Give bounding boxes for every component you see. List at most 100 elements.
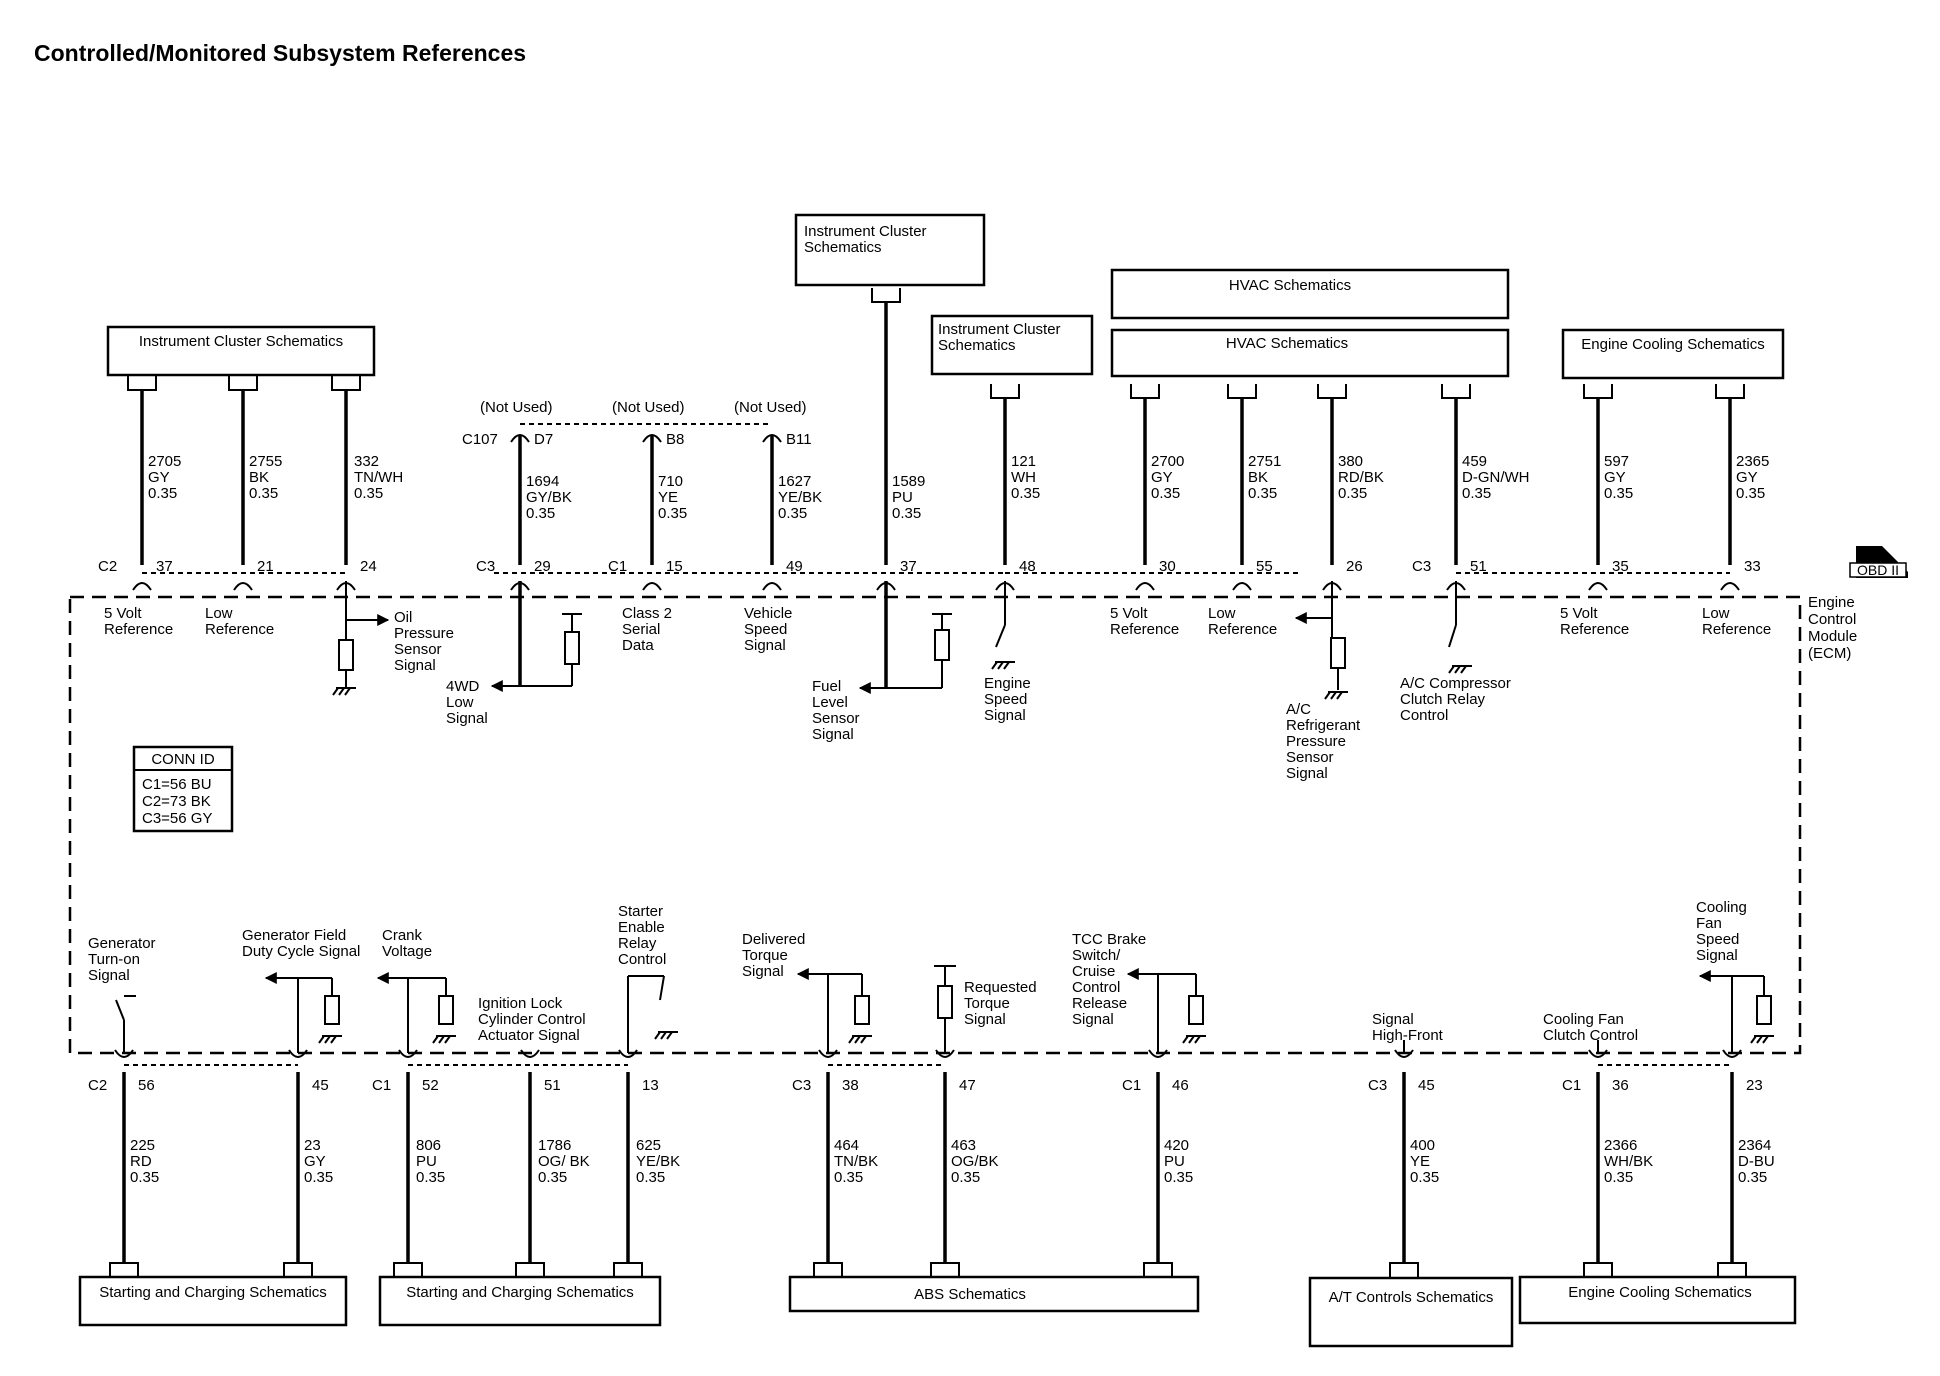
wire-size: 0.35	[526, 505, 555, 522]
internal-components	[115, 581, 1774, 1053]
connector-terminal	[114, 1049, 134, 1058]
box-at-controls-label: A/T Controls Schematics	[1329, 1289, 1494, 1306]
box-connector	[1717, 1262, 1747, 1277]
function-label: Signal	[1696, 947, 1738, 964]
circuit-number: 2366	[1604, 1137, 1637, 1154]
function-label: Cruise	[1072, 963, 1115, 980]
wire-color: WH	[1011, 469, 1036, 486]
ground-icon-hatch	[344, 687, 351, 696]
ground-icon-hatch	[1324, 691, 1331, 700]
connector-terminal	[818, 1049, 838, 1058]
pin-number: 37	[900, 558, 917, 575]
function-label: Reference	[1110, 621, 1179, 638]
resistor-icon	[1188, 995, 1204, 1025]
pin-number: 36	[1612, 1077, 1629, 1094]
circuit-number: 463	[951, 1137, 976, 1154]
module-label-line: Module	[1808, 628, 1857, 645]
ground-icon-hatch	[432, 1035, 439, 1044]
function-label: A/C Compressor	[1400, 675, 1511, 692]
wire-size: 0.35	[1604, 485, 1633, 502]
box-hvac-upper	[1110, 268, 1510, 320]
box-connector	[127, 376, 157, 391]
wire-color: PU	[1164, 1153, 1185, 1170]
switch-icon	[659, 975, 665, 1001]
function-label: Relay	[618, 935, 657, 952]
connector-id: C2	[88, 1077, 107, 1094]
wire-color: GY	[304, 1153, 326, 1170]
connector-terminal	[132, 582, 152, 591]
function-label: Low	[205, 605, 233, 622]
circuit-number: 710	[658, 473, 683, 490]
function-label: Release	[1072, 995, 1127, 1012]
box-connector	[1317, 384, 1347, 399]
wire-size: 0.35	[1164, 1169, 1193, 1186]
bottom-circuits: 225RD0.3556C2GeneratorTurn-onSignal23GY0…	[88, 899, 1775, 1277]
box-connector	[393, 1262, 423, 1277]
box-instrument-cluster-left	[106, 325, 376, 377]
wire-size: 0.35	[354, 485, 383, 502]
function-label: Signal	[742, 963, 784, 980]
box-connector	[515, 1262, 545, 1277]
pin-number-c107: D7	[534, 431, 553, 448]
function-label: Enable	[618, 919, 665, 936]
wire-size: 0.35	[1410, 1169, 1439, 1186]
function-label: Low	[446, 694, 474, 711]
function-label: Reference	[1208, 621, 1277, 638]
circuit-number: 2705	[148, 453, 181, 470]
pin-number-c107: B8	[666, 431, 684, 448]
connector-terminal	[1394, 1049, 1414, 1058]
wire-color: WH/BK	[1604, 1153, 1653, 1170]
function-label: Control	[1072, 979, 1120, 996]
wire-size: 0.35	[1736, 485, 1765, 502]
connector-terminal	[510, 434, 530, 443]
resistor-icon	[934, 629, 950, 661]
function-label: Cylinder Control	[478, 1011, 586, 1028]
circuit-number: 420	[1164, 1137, 1189, 1154]
pin-number: 45	[312, 1077, 329, 1094]
wire-size: 0.35	[1738, 1169, 1767, 1186]
wire-color: TN/WH	[354, 469, 403, 486]
wire-color: YE/BK	[636, 1153, 680, 1170]
function-label: Torque	[964, 995, 1010, 1012]
wire-color: GY	[148, 469, 170, 486]
wire-color: BK	[1248, 469, 1268, 486]
not-used-label: (Not Used)	[734, 399, 807, 416]
wire-color: GY/BK	[526, 489, 572, 506]
connector-dash-lines	[124, 423, 1732, 1066]
pin-number: 35	[1612, 558, 1629, 575]
function-label: Serial	[622, 621, 660, 638]
wire-size: 0.35	[1248, 485, 1277, 502]
function-label: Sensor	[394, 641, 442, 658]
resistor-icon	[1756, 995, 1772, 1025]
function-label: Clutch Control	[1543, 1027, 1638, 1044]
wire-color: PU	[416, 1153, 437, 1170]
bottom-reference-boxes: Starting and Charging Schematics Startin…	[78, 1275, 1797, 1348]
function-label: Vehicle	[744, 605, 792, 622]
wire-size: 0.35	[304, 1169, 333, 1186]
function-label: Clutch Relay	[1400, 691, 1486, 708]
function-label: Generator Field	[242, 927, 346, 944]
ground-icon-hatch	[1330, 691, 1337, 700]
box-instrument-cluster-center-label: Instrument Cluster	[804, 223, 927, 240]
switch-icon	[995, 624, 1006, 648]
circuit-number: 2755	[249, 453, 282, 470]
pin-number: 46	[1172, 1077, 1189, 1094]
function-label: A/C	[1286, 701, 1311, 718]
connector-terminal	[642, 582, 662, 591]
connector-terminal	[398, 1049, 418, 1058]
function-label: Torque	[742, 947, 788, 964]
conn-id-line: C2=73 BK	[142, 793, 211, 810]
ground-icon-hatch	[1454, 665, 1461, 674]
wire-color: GY	[1604, 469, 1626, 486]
ground-icon-hatch	[997, 661, 1004, 670]
function-label: Low	[1208, 605, 1236, 622]
wire-size: 0.35	[1011, 485, 1040, 502]
resistor-icon	[937, 985, 953, 1019]
connector-terminal	[1720, 582, 1740, 591]
ground-icon-hatch	[332, 687, 339, 696]
